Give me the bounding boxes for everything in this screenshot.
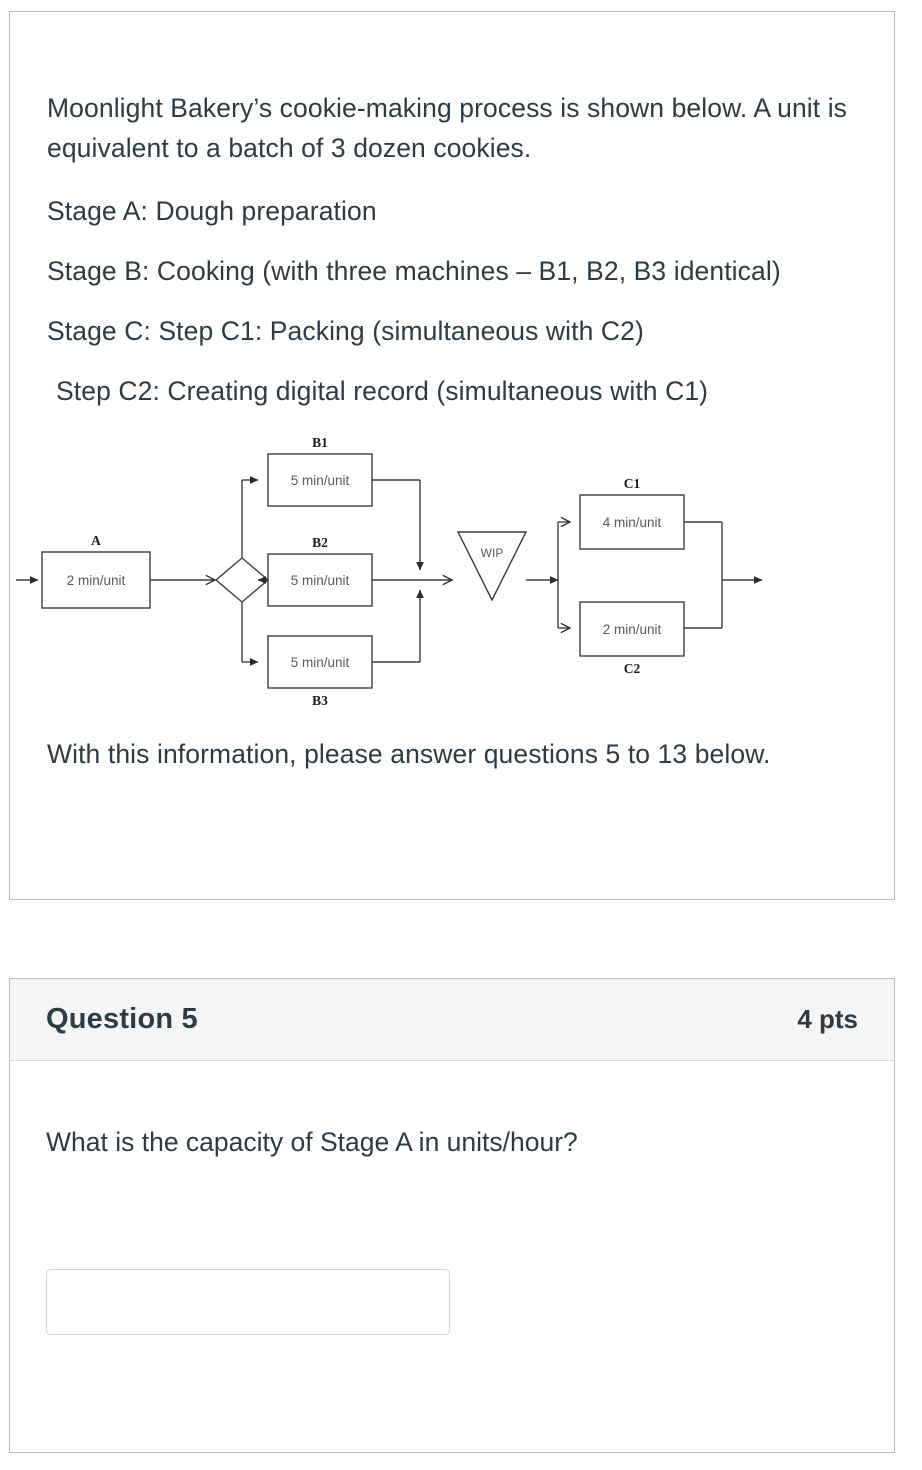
question-points-badge: 4 pts <box>797 1004 858 1034</box>
question-stem-card: Moonlight Bakery’s cookie-making process… <box>9 11 895 900</box>
diagram-node-A-label: A <box>91 533 101 548</box>
diagram-node-C2-value: 2 min/unit <box>603 622 662 637</box>
question-title: Question 5 <box>46 1003 198 1035</box>
diagram-wip-label: WIP <box>481 546 504 560</box>
diagram-node-B1-label: B1 <box>312 435 328 450</box>
answer-area <box>10 1268 894 1335</box>
stem-paragraph-stage-a: Stage A: Dough preparation <box>47 195 377 226</box>
answer-input[interactable] <box>46 1268 450 1335</box>
process-flow-diagram: 2 min/unit 5 min/unit 5 min/unit 5 min/u… <box>10 432 894 722</box>
diagram-node-B1-value: 5 min/unit <box>291 473 350 488</box>
stem-paragraph-intro: Moonlight Bakery’s cookie-making process… <box>47 93 848 164</box>
stem-footer-block: With this information, please answer que… <box>10 734 894 774</box>
diagram-node-C1-value: 4 min/unit <box>603 515 662 530</box>
stem-paragraph-stage-b: Stage B: Cooking (with three machines – … <box>47 255 781 286</box>
stem-footer-text: With this information, please answer que… <box>47 738 771 769</box>
diagram-node-B3-label: B3 <box>312 693 328 708</box>
diagram-node-C1-label: C1 <box>624 476 641 491</box>
question-prompt-text: What is the capacity of Stage A in units… <box>46 1127 578 1157</box>
diagram-node-B2-value: 5 min/unit <box>291 573 350 588</box>
diagram-node-A-value: 2 min/unit <box>67 573 126 588</box>
question-header: Question 5 4 pts <box>10 979 894 1061</box>
stem-text-block: Moonlight Bakery’s cookie-making process… <box>10 12 894 412</box>
question-body: What is the capacity of Stage A in units… <box>10 1061 894 1163</box>
question-card: Question 5 4 pts What is the capacity of… <box>9 978 895 1453</box>
stem-paragraph-stage-c1: Stage C: Step C1: Packing (simultaneous … <box>47 316 644 347</box>
diagram-node-B3-value: 5 min/unit <box>291 655 350 670</box>
diagram-node-C2-label: C2 <box>624 661 641 676</box>
diagram-node-B2-label: B2 <box>312 535 328 550</box>
process-flow-svg: 2 min/unit 5 min/unit 5 min/unit 5 min/u… <box>16 435 763 708</box>
stem-paragraph-stage-c2: Step C2: Creating digital record (simult… <box>56 376 709 407</box>
